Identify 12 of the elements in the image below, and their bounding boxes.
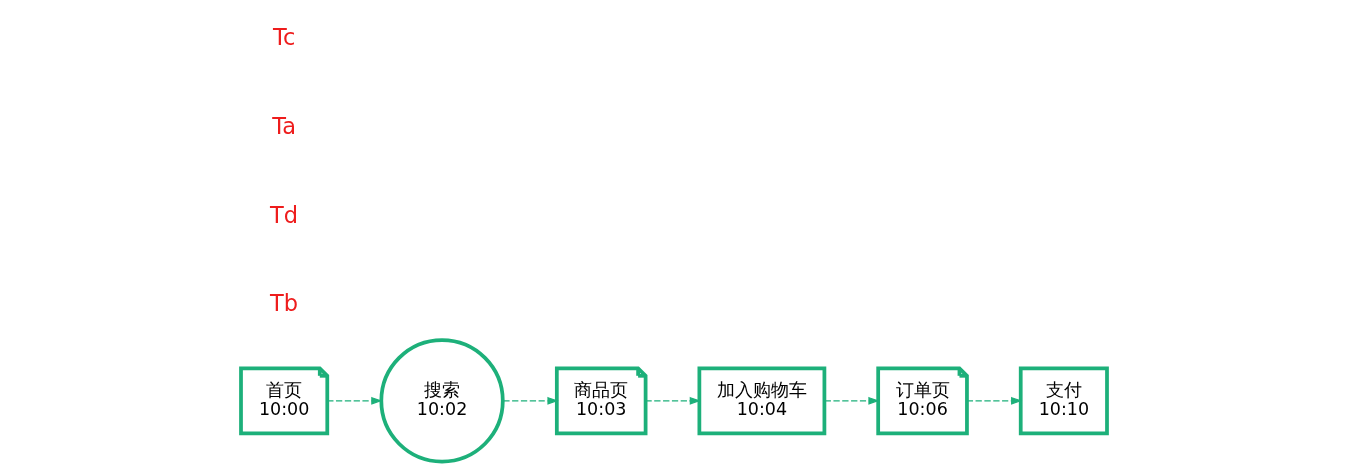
label: Tb (269, 290, 298, 317)
node-circle: 搜索 10:02 (378, 338, 505, 464)
label: Td (269, 201, 298, 228)
arrow (644, 396, 701, 405)
node-box: 支付 10:10 (1018, 366, 1109, 436)
arrow (823, 396, 880, 405)
arrow (502, 396, 559, 405)
arrow (326, 396, 382, 405)
node-box: 加入购物车 10:04 (697, 366, 826, 436)
label: Ta (271, 112, 296, 139)
arrow (965, 396, 1022, 405)
label: Tc (272, 23, 295, 50)
